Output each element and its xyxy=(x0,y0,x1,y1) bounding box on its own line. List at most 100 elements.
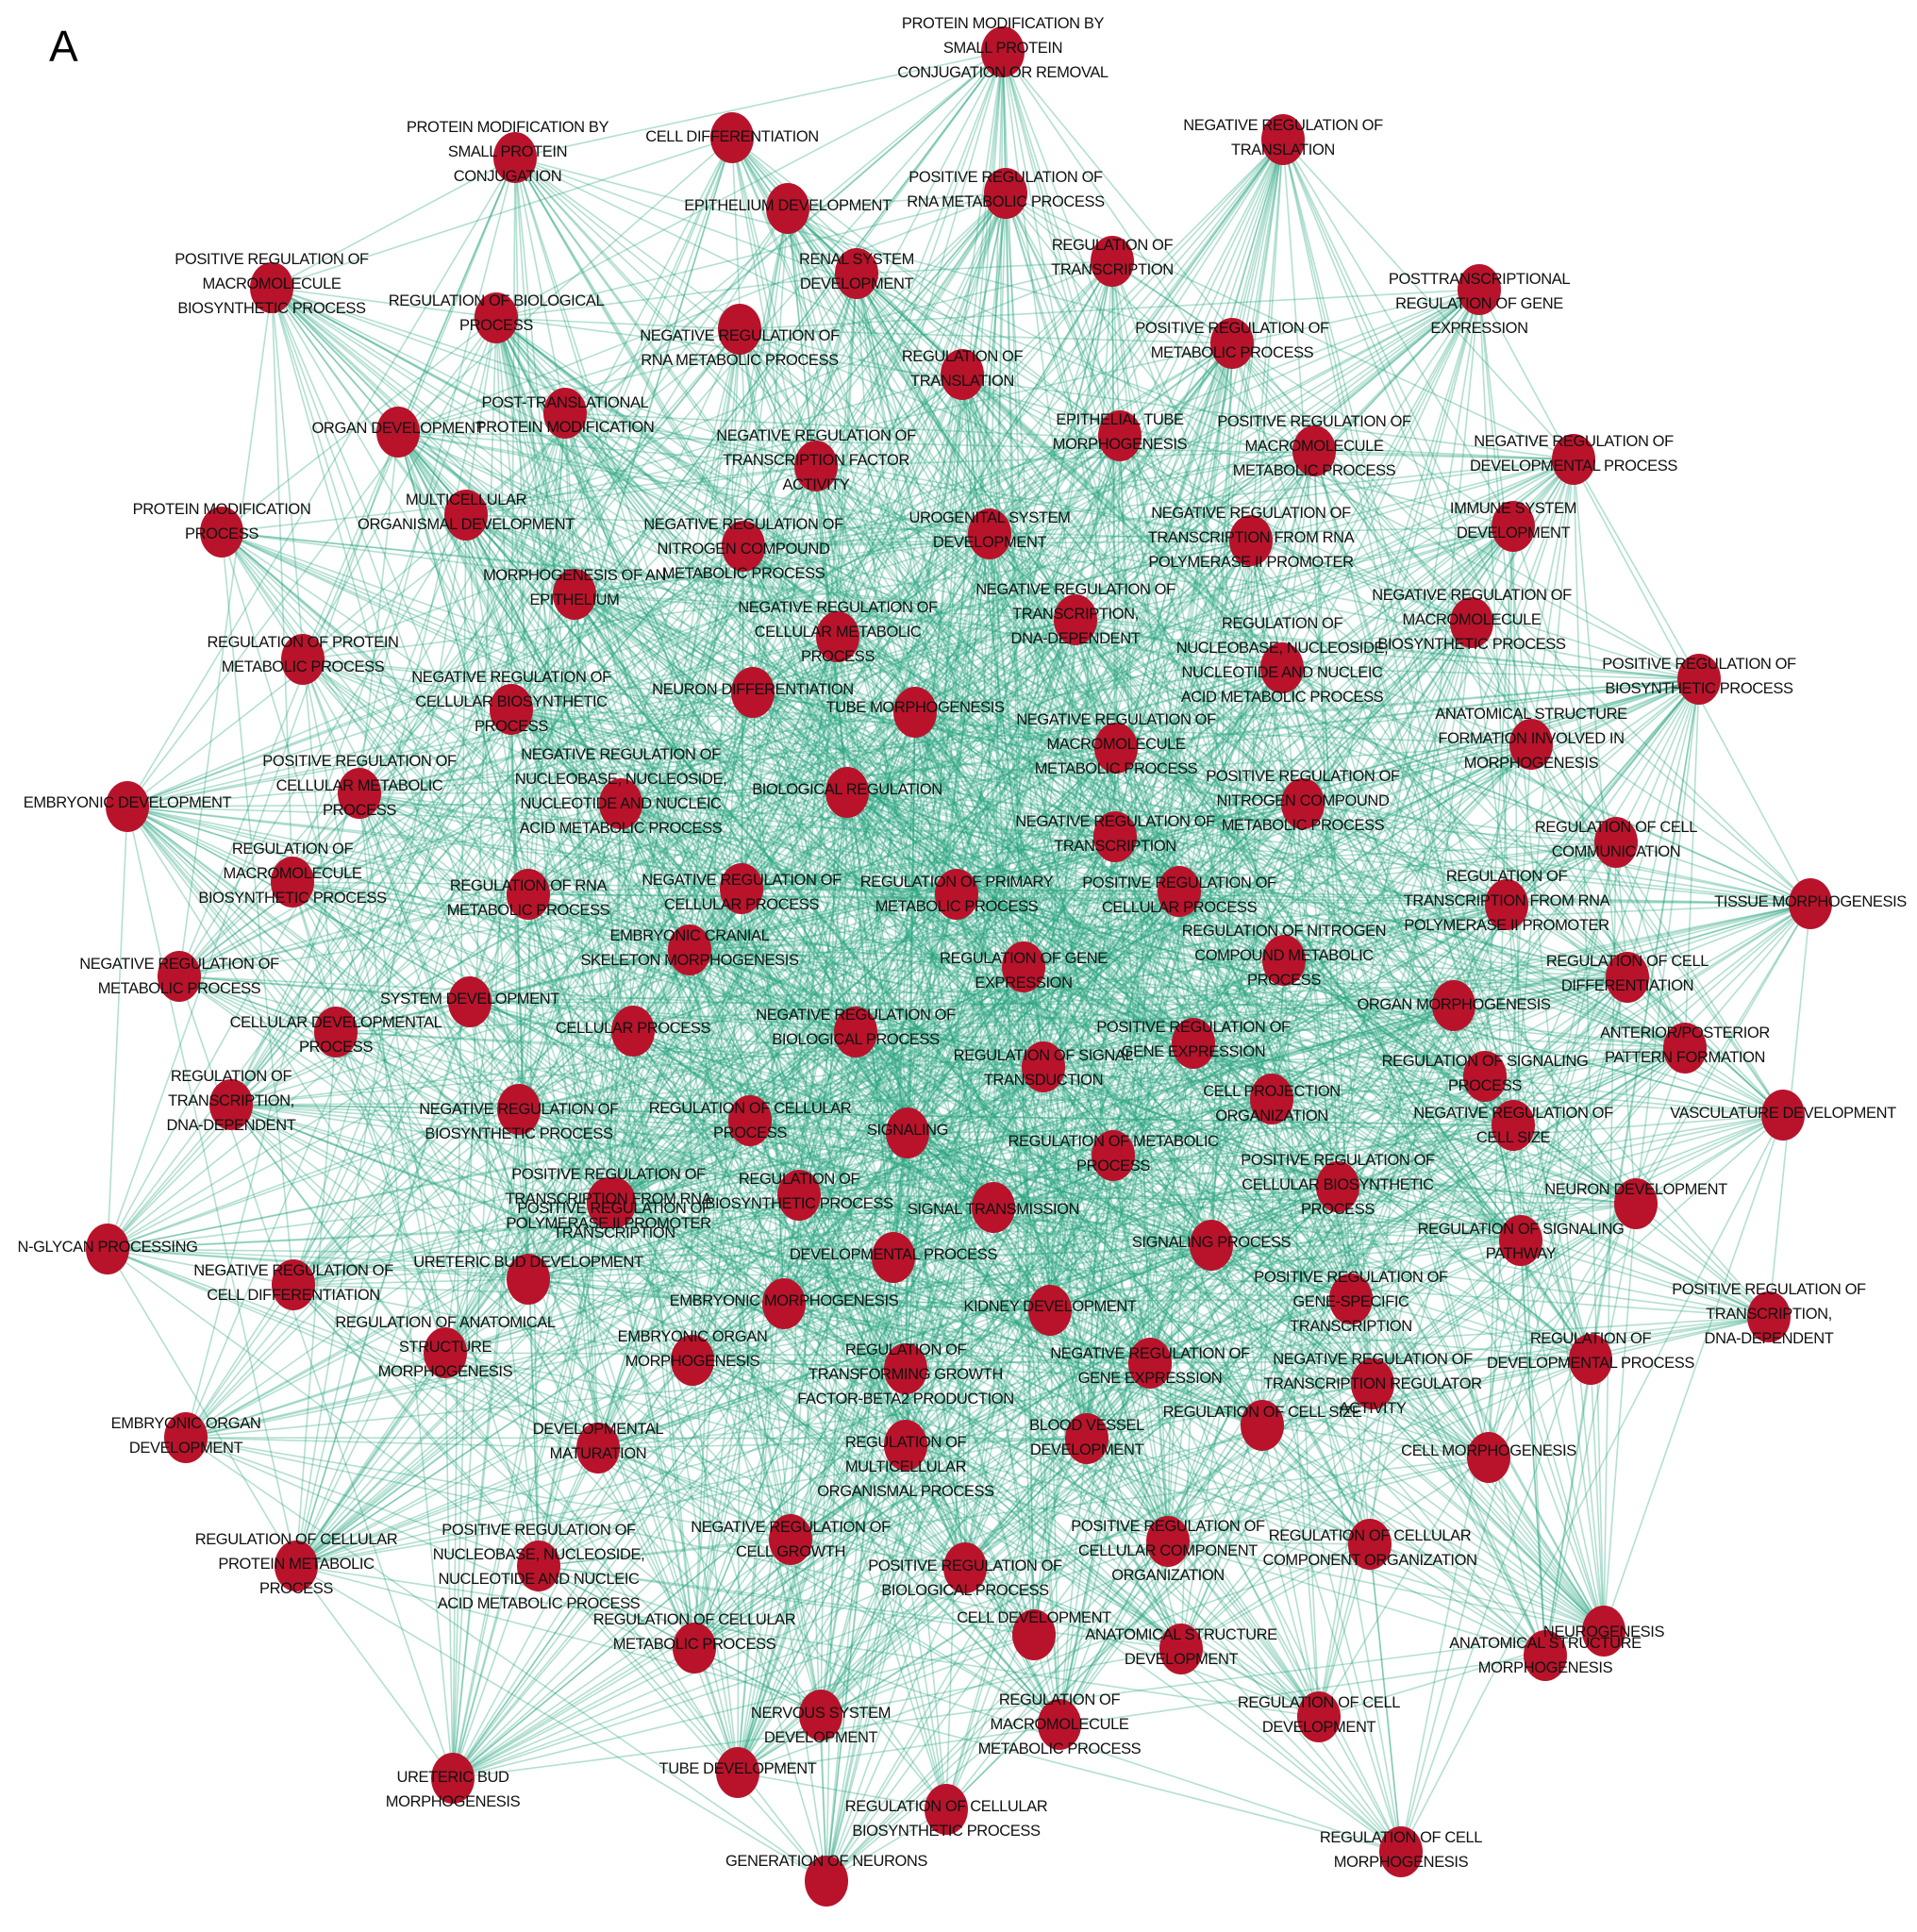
network-edge xyxy=(1149,1298,1352,1364)
network-edge xyxy=(739,328,1473,624)
network-edge xyxy=(597,139,1284,1449)
network-edge xyxy=(1271,1098,1402,1853)
network-edge xyxy=(452,619,1076,1779)
network-edge xyxy=(230,1104,1212,1246)
network-edge xyxy=(221,531,994,1208)
network-edge xyxy=(574,593,1592,1360)
network-edge xyxy=(693,1647,822,1716)
network-edge xyxy=(295,1001,471,1567)
network-edge xyxy=(1086,1155,1114,1440)
network-edge xyxy=(620,803,1194,1044)
network-edge xyxy=(914,711,1686,1049)
network-edge xyxy=(295,791,848,1567)
network-edge xyxy=(178,342,1233,977)
network-edge xyxy=(1544,678,1700,1657)
network-edge xyxy=(295,803,622,1567)
network-edge xyxy=(825,1207,994,1882)
network-edge xyxy=(1149,803,1304,1364)
network-edge xyxy=(989,533,1116,838)
network-edge xyxy=(292,412,566,883)
network-edge xyxy=(914,667,1283,713)
network-edge xyxy=(892,1203,1637,1258)
network-edge xyxy=(465,514,1035,1636)
network-edge xyxy=(752,691,1592,1360)
network-edge xyxy=(815,465,1252,541)
network-edge xyxy=(574,593,1169,1542)
network-edge xyxy=(302,658,1117,749)
network-edge xyxy=(538,1565,1035,1636)
network-edge xyxy=(815,465,1339,1188)
network-edge xyxy=(469,137,733,1003)
network-edge xyxy=(907,1132,1637,1205)
network-edge xyxy=(905,1368,966,1569)
network-edge xyxy=(295,836,1116,1567)
network-edge xyxy=(613,1202,1212,1246)
network-edge xyxy=(608,1098,1273,1204)
network-edge xyxy=(1271,1098,1320,1718)
network-edge xyxy=(787,208,1522,1241)
network-edge xyxy=(126,806,751,1122)
network-edge xyxy=(1231,342,1605,1632)
network-edge xyxy=(221,531,1283,669)
go-term-label: EMBRYONIC DEVELOPMENT xyxy=(24,794,232,811)
network-edge xyxy=(335,1031,520,1110)
network-edge xyxy=(527,893,693,1361)
go-term-label: NEURON DEVELOPMENT xyxy=(1544,1181,1727,1198)
network-edge xyxy=(292,881,1546,1657)
network-edge xyxy=(597,540,1252,1449)
network-edge xyxy=(693,374,963,1649)
network-edge xyxy=(107,743,1532,1250)
go-term-node xyxy=(893,687,937,738)
network-edge xyxy=(741,545,744,890)
network-edge xyxy=(518,904,1508,1110)
network-edge xyxy=(185,1284,294,1439)
network-edge xyxy=(397,431,1169,1542)
network-edge xyxy=(1059,1298,1352,1725)
network-edge xyxy=(469,1001,1035,1636)
go-term-node xyxy=(209,1079,253,1130)
network-edge xyxy=(292,192,1007,1286)
network-edge xyxy=(752,691,1060,1725)
network-edge xyxy=(1512,458,1575,1126)
network-edge xyxy=(1281,667,1637,1205)
go-term-node xyxy=(984,168,1027,219)
network-edge xyxy=(608,435,1121,1204)
network-edge xyxy=(1283,959,1637,1205)
network-edge xyxy=(295,1316,1770,1567)
network-edge xyxy=(1167,622,1473,1542)
network-edge xyxy=(1075,619,1212,1246)
network-edge xyxy=(1302,678,1700,805)
network-edge xyxy=(178,636,839,977)
network-edge xyxy=(855,619,1076,1033)
network-edge xyxy=(905,1444,1402,1853)
network-edge xyxy=(820,966,1025,1716)
network-edge xyxy=(783,1066,1044,1305)
network-edge xyxy=(820,1309,1051,1716)
network-edge xyxy=(693,342,1233,1649)
network-edge xyxy=(1042,903,1811,1068)
network-edge xyxy=(538,1539,792,1567)
network-edge xyxy=(1049,1124,1514,1311)
network-edge xyxy=(945,1298,1352,1810)
network-edge xyxy=(597,1447,1182,1650)
network-edge xyxy=(1167,1075,1486,1542)
network-edge xyxy=(907,1066,1044,1134)
network-edge xyxy=(358,792,599,1449)
go-term-node xyxy=(1458,264,1501,315)
network-edge xyxy=(452,747,1117,1779)
network-edge xyxy=(527,619,1076,1280)
network-edge xyxy=(444,540,1252,1354)
network-edge xyxy=(107,1248,599,1449)
network-edge xyxy=(1075,619,1637,1205)
network-edge xyxy=(1178,891,1546,1657)
network-edge xyxy=(855,747,1117,1033)
network-edge xyxy=(1059,1042,1194,1725)
network-edge xyxy=(510,289,1480,710)
